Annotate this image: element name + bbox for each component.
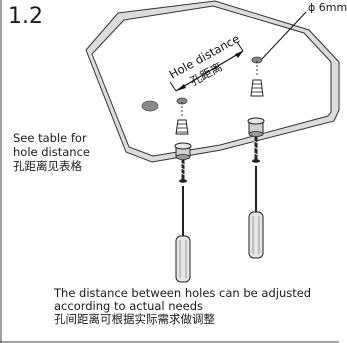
diameter-leader [260,11,307,61]
left-wall-anchor [175,119,189,135]
left-mounting-assembly [174,102,192,283]
step-number: 1.2 [8,4,43,29]
existing-hole [141,100,159,112]
right-bracket-cap [247,117,265,137]
bottom-note-line: The distance between holes can be adjust… [54,286,312,300]
left-screwdriver [175,186,191,283]
hole-distance-arrow [169,41,244,92]
right-screw [252,137,260,163]
bottom-note: The distance between holes can be adjust… [54,287,311,326]
left-screw [179,160,187,183]
side-note: See table for hole distance 孔距离见表格 [13,131,90,173]
side-note-line: 孔距离见表格 [13,159,82,173]
right-wall-anchor [250,79,264,97]
bottom-note-line: 孔间距离可根据实际需求做调整 [54,312,215,326]
right-screwdriver [248,166,264,259]
left-bracket-cap [174,142,192,160]
diameter-label: ϕ 6mm [308,1,347,14]
installation-diagram: Hole distance 孔距离 [0,0,340,343]
side-note-line: hole distance [13,145,90,159]
right-mounting-assembly [247,61,265,259]
side-note-line: See table for [13,131,87,145]
bottom-note-line: according to actual needs [54,299,203,313]
ceiling-panel [85,0,340,163]
